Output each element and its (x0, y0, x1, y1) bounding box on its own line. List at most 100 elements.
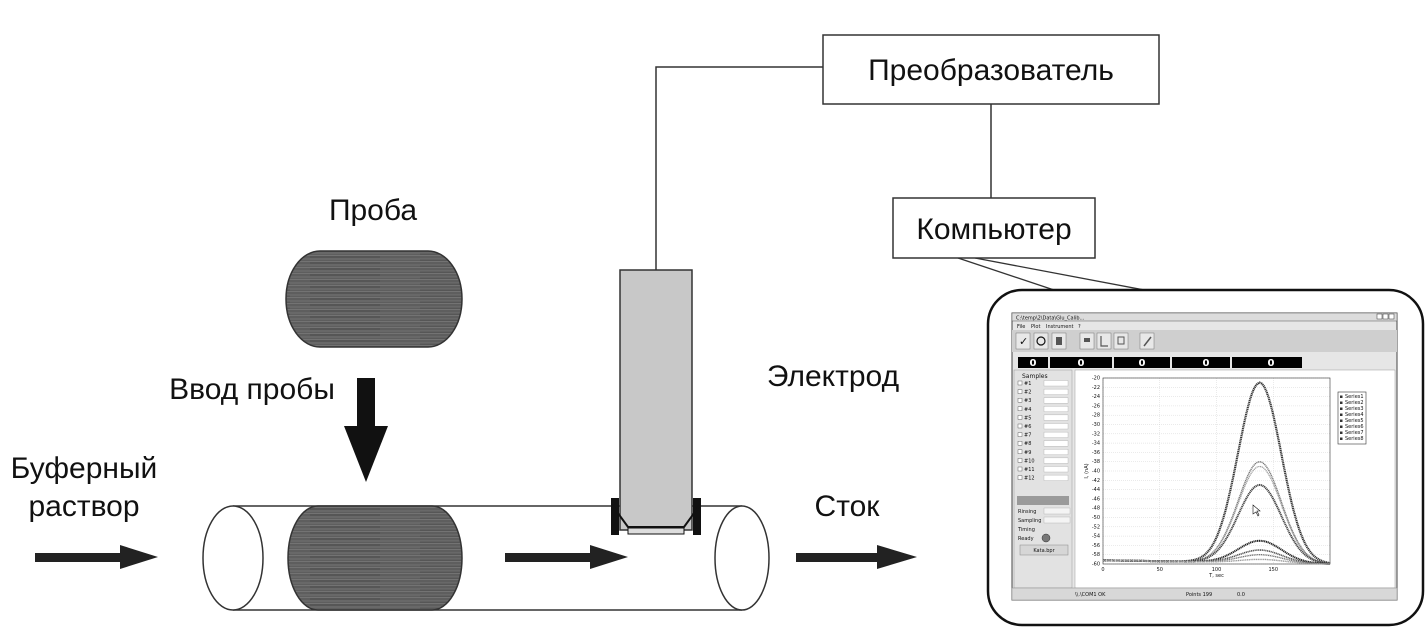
x-tick-label: 100 (1212, 567, 1222, 573)
sample-checkbox[interactable] (1017, 432, 1023, 437)
computer-label: Компьютер (916, 213, 1071, 246)
sample-input[interactable] (1043, 466, 1069, 473)
readout-2: 0 (1078, 358, 1085, 369)
readout-5: 0 (1268, 358, 1275, 369)
sample-label: #9 (1024, 450, 1031, 456)
sample-capsule (285, 250, 463, 348)
file-button-label: Kata.bpr (1033, 548, 1055, 554)
y-tick-label: -48 (1092, 506, 1100, 512)
stop-button[interactable] (1033, 332, 1049, 350)
sample-checkbox[interactable] (1017, 475, 1023, 480)
sample-checkbox[interactable] (1017, 466, 1023, 472)
sample-plug (287, 505, 463, 611)
y-tick-label: -50 (1092, 515, 1100, 521)
check-button[interactable] (1015, 332, 1031, 350)
legend-entry: Series3 (1345, 406, 1364, 412)
window-titlebar (1011, 312, 1398, 322)
sample-label: #6 (1024, 424, 1031, 430)
sample-input[interactable] (1043, 397, 1069, 404)
sample-input[interactable] (1043, 406, 1069, 412)
sample-checkbox[interactable] (1017, 449, 1023, 454)
legend-entry: Series6 (1345, 424, 1364, 430)
sample-checkbox[interactable] (1017, 458, 1023, 463)
sample-input[interactable] (1043, 388, 1069, 395)
sample-label: #7 (1024, 433, 1031, 439)
flow-arrow (505, 545, 628, 569)
sample-checkbox[interactable] (1017, 398, 1023, 403)
status-ready: Ready (1018, 536, 1034, 542)
sample-label: #11 (1024, 467, 1035, 473)
sample-input[interactable] (1043, 380, 1069, 387)
sample-checkbox[interactable] (1017, 415, 1023, 420)
drain-arrow (796, 545, 917, 569)
legend-entry: Series5 (1345, 418, 1364, 424)
sample-input-arrow (344, 378, 388, 482)
mouse-cursor-icon (1252, 504, 1261, 517)
buffer-inlet-arrow (35, 545, 158, 569)
sample-input[interactable] (1043, 474, 1069, 481)
sample-input[interactable] (1043, 440, 1069, 447)
y-tick-label: -42 (1092, 478, 1100, 484)
legend-marker (1340, 413, 1343, 416)
status-bar (1011, 587, 1398, 601)
plot-frame (1102, 377, 1331, 565)
converter-box: Преобразователь (822, 34, 1160, 105)
legend-marker (1340, 425, 1343, 428)
stop-icon (1036, 336, 1046, 346)
y-tick-label: -40 (1092, 469, 1100, 475)
copy-button[interactable] (1113, 332, 1129, 350)
window-title: C:\temp\2\Data\Glu_Calib... (1016, 316, 1085, 322)
menu-instrument[interactable]: Instrument (1046, 324, 1074, 330)
sample-checkbox[interactable] (1017, 380, 1023, 386)
y-tick-label: -32 (1092, 431, 1100, 437)
sample-checkbox[interactable] (1017, 441, 1023, 446)
sample-checkbox[interactable] (1017, 406, 1023, 411)
legend-entry: Series1 (1345, 394, 1364, 400)
legend-entry: Series8 (1345, 436, 1364, 442)
menu-bar: File Plot Instrument ? (1017, 324, 1081, 330)
legend-entry: Series7 (1345, 430, 1364, 436)
y-tick-label: -52 (1092, 524, 1100, 530)
legend-entry: Series4 (1345, 412, 1364, 418)
menu-help[interactable]: ? (1078, 324, 1081, 330)
status-sampling: Sampling (1018, 518, 1041, 524)
status-port: \\.\COM1 OK (1075, 592, 1106, 598)
series-line-8 (1103, 558, 1331, 565)
sample-label: #12 (1024, 476, 1035, 482)
readout-3: 0 (1139, 358, 1146, 369)
readout-1: 0 (1030, 358, 1037, 369)
y-tick-label: -34 (1092, 441, 1100, 447)
menu-file[interactable]: File (1017, 324, 1025, 330)
minimize-icon[interactable] (1376, 313, 1383, 320)
legend-marker (1340, 407, 1343, 410)
legend-marker (1340, 437, 1343, 440)
maximize-icon[interactable] (1382, 313, 1389, 320)
plot-legend: Series1Series2Series3Series4Series5Serie… (1337, 391, 1367, 445)
sample-checkbox[interactable] (1017, 389, 1023, 394)
toolbar (1012, 330, 1397, 352)
file-button[interactable] (1019, 544, 1069, 556)
menu-plot[interactable]: Plot (1031, 324, 1040, 330)
sample-label: #8 (1024, 441, 1031, 447)
drain-label: Сток (815, 490, 881, 523)
instrument-icon (1056, 337, 1062, 345)
sample-label: #1 (1024, 381, 1031, 387)
sample-input[interactable] (1043, 431, 1069, 438)
legend-box (1337, 391, 1367, 445)
sample-input[interactable] (1043, 414, 1069, 421)
status-rinsing: Rinsing (1018, 509, 1036, 515)
y-tick-label: -58 (1092, 552, 1100, 558)
sample-input[interactable] (1043, 423, 1069, 430)
sample-input[interactable] (1043, 449, 1069, 455)
progress-bar (1017, 496, 1069, 505)
sample-input[interactable] (1043, 457, 1069, 464)
y-tick-label: -46 (1092, 496, 1100, 502)
x-tick-label: 50 (1157, 567, 1163, 573)
sample-label: #4 (1024, 407, 1031, 413)
sample-label: #5 (1024, 415, 1031, 421)
sample-checkbox[interactable] (1017, 423, 1023, 429)
close-icon[interactable] (1388, 313, 1395, 320)
y-tick-label: -24 (1092, 394, 1100, 400)
legend-entry: Series2 (1345, 400, 1364, 406)
